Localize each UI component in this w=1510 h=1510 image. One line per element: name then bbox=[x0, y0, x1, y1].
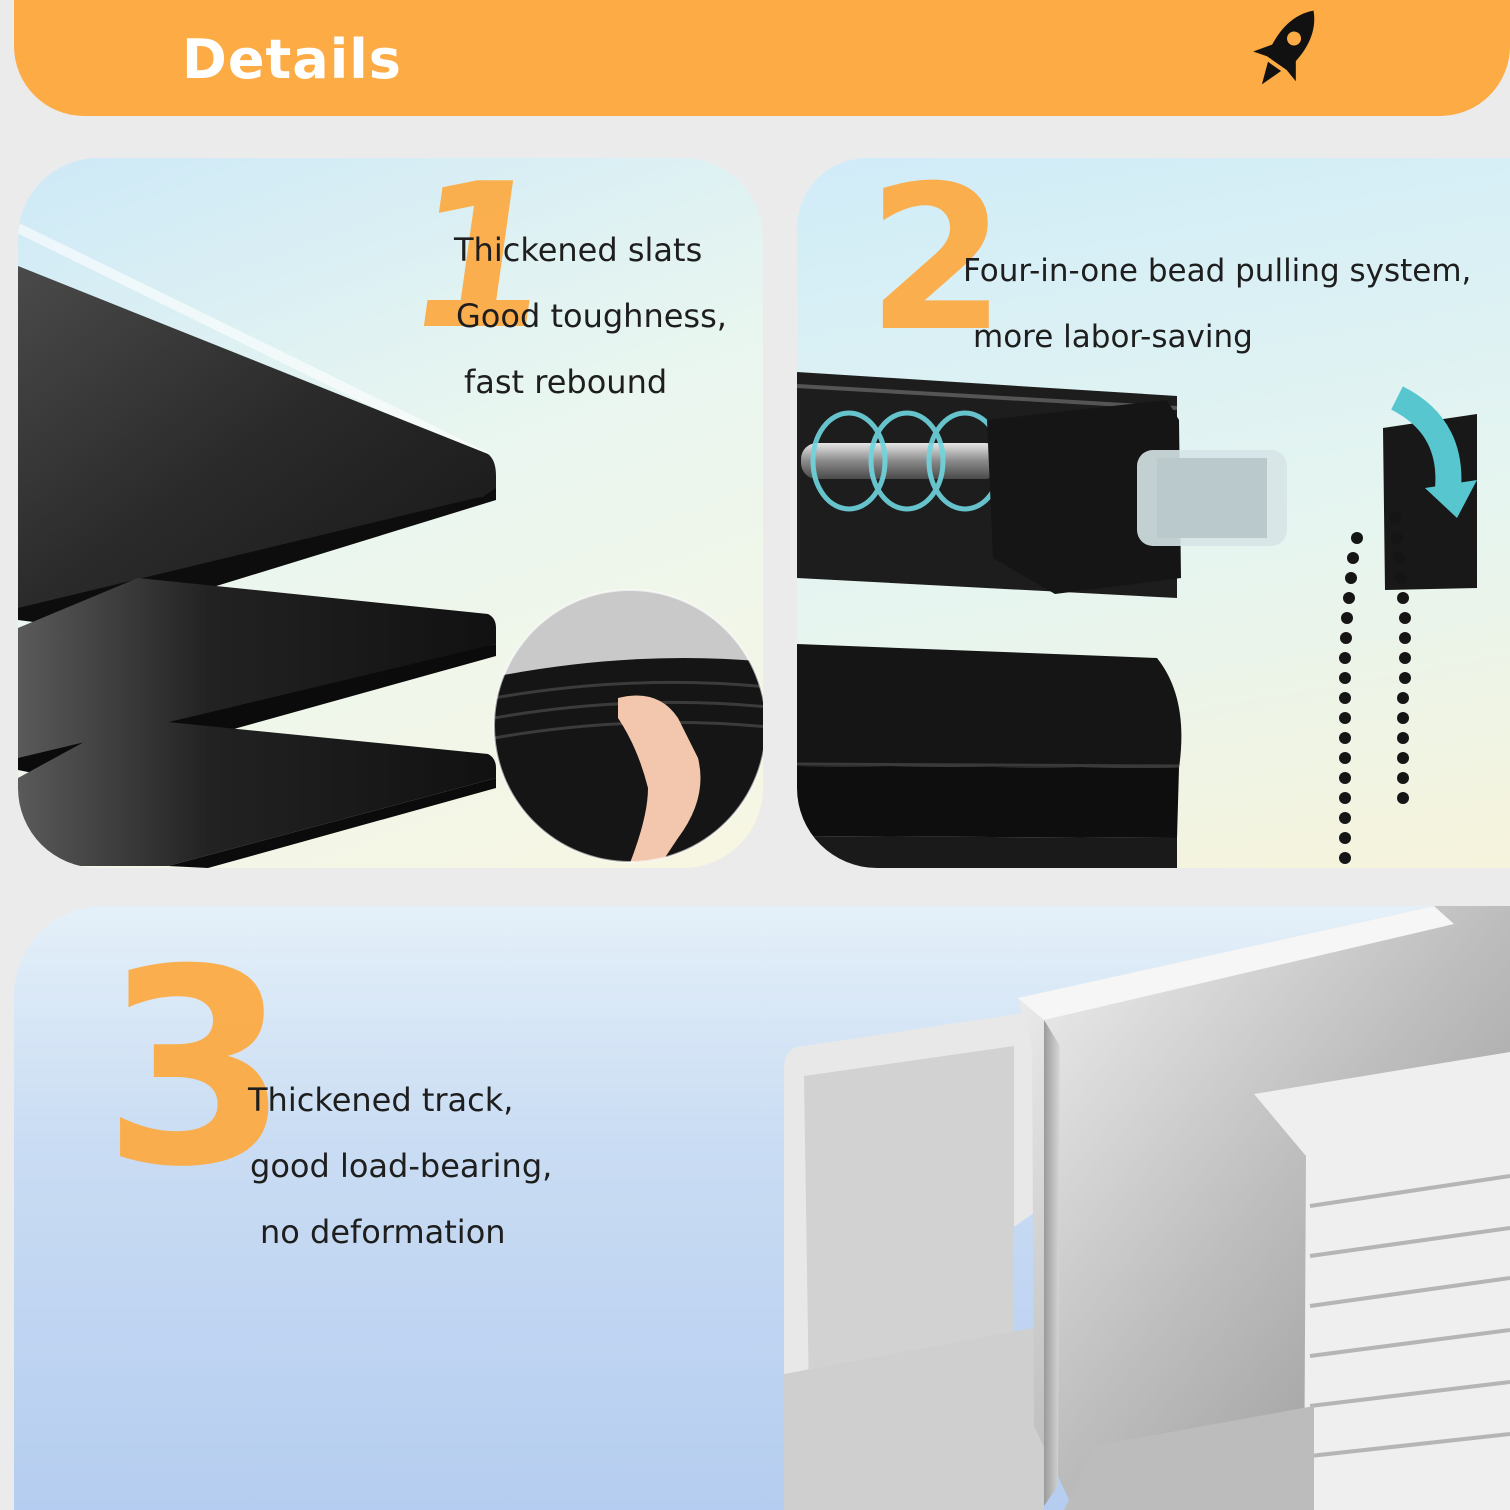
feature-text-line: Four-in-one bead pulling system, bbox=[963, 253, 1472, 289]
feature-panel-track: 3 Thickened track, good load-bearing, no… bbox=[14, 906, 1510, 1510]
feature-text-line: Thickened slats bbox=[454, 231, 703, 269]
feature-text-line: good load-bearing, bbox=[250, 1147, 553, 1185]
feature-text-line: fast rebound bbox=[464, 363, 668, 401]
feature-text-line: more labor-saving bbox=[973, 319, 1253, 355]
feature-number: 2 bbox=[867, 158, 1007, 376]
feature-panel-slats: 1 Thickened slats Good toughness, fast r… bbox=[18, 158, 763, 868]
track-illustration bbox=[784, 906, 1510, 1510]
feature-text-line: Good toughness, bbox=[456, 297, 727, 335]
bead-system-illustration bbox=[797, 372, 1477, 868]
feature-panel-bead-system: 2 Four-in-one bead pulling system, more … bbox=[797, 158, 1510, 868]
header-banner bbox=[14, 0, 1510, 116]
page-title: Details bbox=[182, 28, 402, 91]
feature-number: 3 bbox=[102, 911, 290, 1226]
slats-illustration bbox=[18, 223, 763, 868]
feature-text-line: Thickened track, bbox=[248, 1081, 514, 1119]
feature-text-line: no deformation bbox=[260, 1213, 506, 1251]
rocket-icon bbox=[1253, 10, 1315, 85]
